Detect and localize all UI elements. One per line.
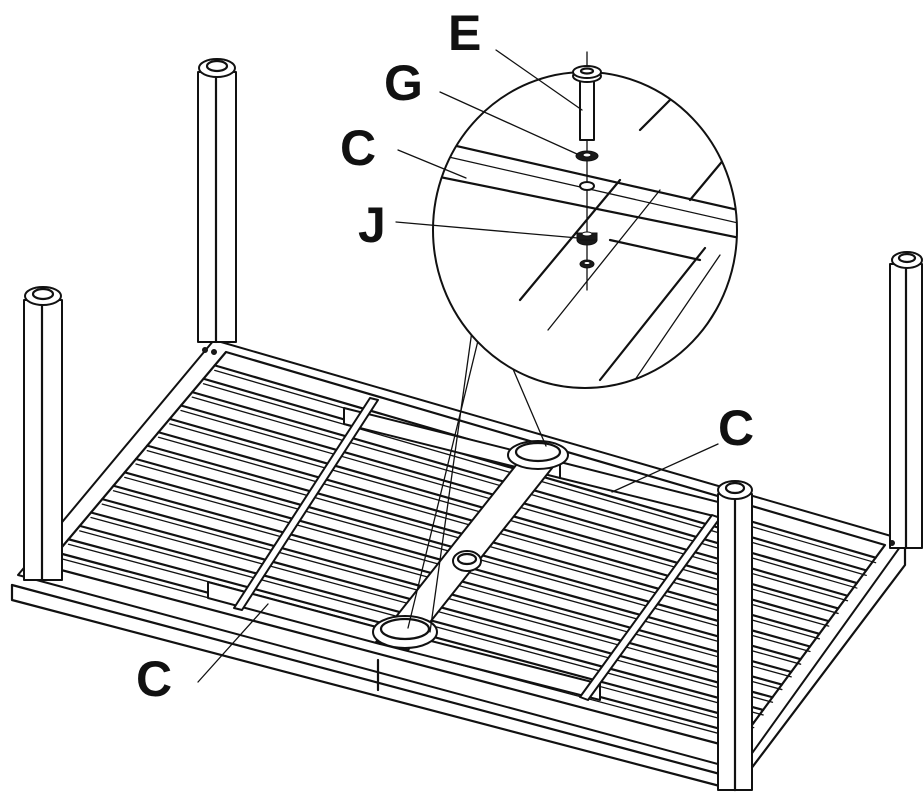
magnified-inset (432, 51, 738, 389)
callout-j: J (358, 197, 386, 253)
callout-c-bottom: C (136, 651, 172, 707)
callout-leader-lines (197, 49, 719, 683)
leg-back-right (889, 251, 923, 550)
callout-g: G (384, 55, 423, 111)
leg-back-left (197, 58, 237, 355)
table-legs (23, 58, 923, 792)
callout-e: E (448, 5, 481, 61)
support-braces (207, 397, 731, 701)
leg-front-left (23, 286, 63, 582)
leg-front-right (717, 480, 753, 792)
callout-labels: E G C J C C (136, 5, 754, 707)
callout-c-right: C (718, 400, 754, 456)
callout-c-top: C (340, 120, 376, 176)
